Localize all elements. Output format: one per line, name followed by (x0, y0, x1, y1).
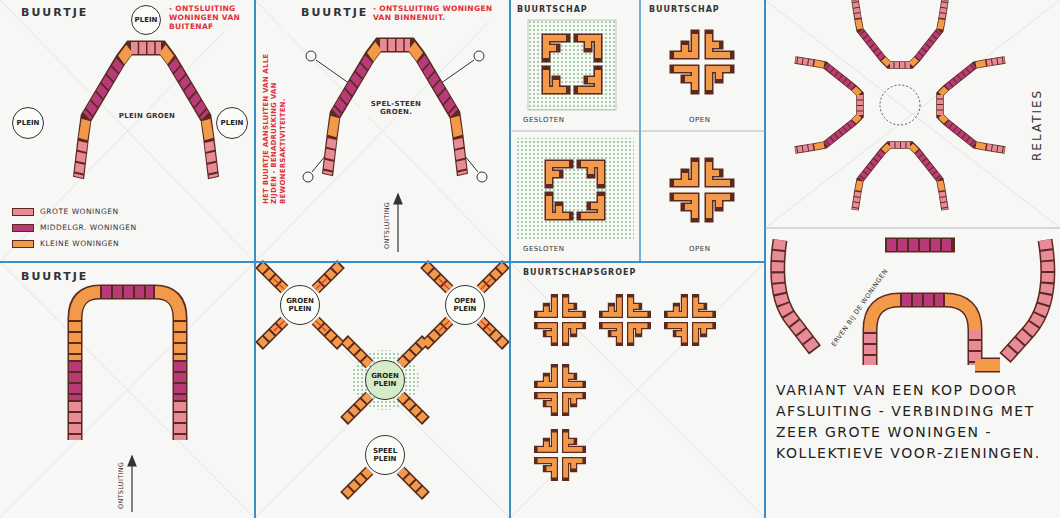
panel-grid (0, 0, 765, 518)
circle-label: OPEN PLEIN (448, 297, 482, 313)
circle-label: PLEIN (221, 119, 244, 127)
arrow-label: ONTSLUITING (118, 461, 126, 510)
variant-label: GESLOTEN (522, 245, 565, 253)
circle-label: PLEIN (135, 16, 158, 24)
plein-circle: GROEN PLEIN (365, 360, 405, 400)
circle-label: SPEEL PLEIN (368, 447, 402, 463)
circle-label: PLEIN (17, 119, 40, 127)
arrow-label: ONTSLUITING (384, 201, 392, 250)
plein-circle: GROEN PLEIN (280, 285, 320, 325)
area-label: PLEIN GROEN (116, 112, 178, 120)
legend-swatch (12, 224, 34, 232)
variant-label: OPEN (688, 245, 711, 253)
note-text: VARIANT VAN EEN KOP DOOR AFSLUITING - VE… (775, 380, 1052, 464)
plein-circle: PLEIN (131, 5, 161, 35)
circle-label: GROEN PLEIN (283, 297, 317, 313)
circle-label: GROEN PLEIN (368, 372, 402, 388)
plein-circle: PLEIN (12, 107, 44, 139)
plein-circle: PLEIN (216, 107, 248, 139)
plein-circle: OPEN PLEIN (445, 285, 485, 325)
area-label: SPEL-STEEN GROEN. (360, 100, 432, 117)
access-arrow (394, 194, 402, 252)
panel-heading: BUURTJE (20, 270, 89, 283)
panel-heading: BUURTSCHAP (516, 5, 589, 15)
panel-heading: BUURTSCHAP (648, 5, 721, 15)
variant-label: OPEN (688, 116, 711, 124)
legend-text: GROTE WONINGEN (40, 207, 119, 216)
panel-heading: BUURTJE (20, 6, 89, 19)
plein-circle: SPEEL PLEIN (365, 435, 405, 475)
panel-subheading: - ONTSLUITING WONINGEN VAN BUITENAF (168, 4, 254, 31)
side-note: HET BUURTJE AANSLUITEN VAN ALLE ZIJDEN -… (262, 28, 287, 205)
panel-heading: RELATIES (1030, 88, 1044, 162)
legend-text: MIDDELGR. WONINGEN (40, 223, 137, 232)
panel-heading: BUURTJE (300, 6, 369, 19)
legend-swatch (12, 240, 34, 248)
panel-subheading: - ONTSLUITING WONINGEN VAN BINNENUIT. (372, 4, 506, 22)
legend-text: KLEINE WONINGEN (40, 239, 119, 248)
variant-label: GESLOTEN (522, 116, 565, 124)
legend-swatch (12, 208, 34, 216)
panel-heading: BUURTSCHAPSGROEP (522, 268, 637, 278)
